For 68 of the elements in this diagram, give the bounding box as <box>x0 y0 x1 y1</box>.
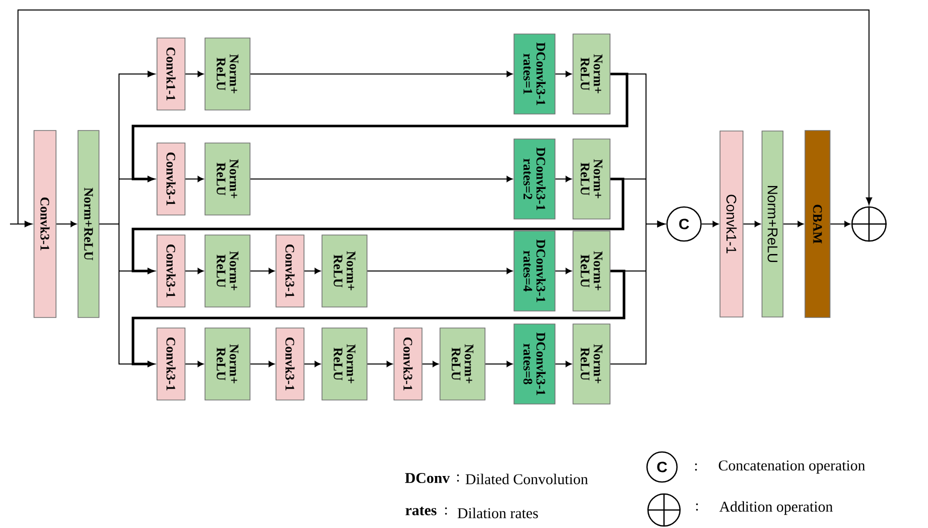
norm-relu-block: Norm+ReLU <box>78 130 100 318</box>
arrow <box>10 220 32 228</box>
arrow <box>554 268 572 274</box>
norm-relu-block: Norm+ ReLU <box>572 34 610 114</box>
arrow <box>782 221 804 227</box>
norm-relu-block: Norm+ ReLU <box>204 38 250 110</box>
definition-text: Dilated Convolution <box>466 474 588 484</box>
arrow <box>304 361 321 367</box>
arrow <box>132 270 626 366</box>
colon: : <box>457 474 459 482</box>
arrow <box>184 176 204 182</box>
arrow <box>132 178 624 274</box>
norm-relu-block: Norm+ ReLU <box>204 234 250 308</box>
conv-block: Convk3-1 <box>156 328 186 400</box>
arrow <box>184 361 204 367</box>
arrow <box>304 268 321 274</box>
norm-relu-block: Norm+ ReLU <box>572 324 610 404</box>
arrow <box>554 176 572 182</box>
definition-text: Addition operation <box>719 501 833 515</box>
colon: : <box>696 503 698 511</box>
conv-block: Convk1-1 <box>156 38 186 110</box>
norm-relu-block: Norm+ ReLU <box>322 328 368 400</box>
arrow <box>56 221 77 227</box>
arrow <box>554 71 572 77</box>
dilated-conv-block: DConvk3-1 rates=8 <box>514 324 556 404</box>
norm-relu-block: Norm+ReLU <box>762 130 784 318</box>
arrow <box>742 221 761 227</box>
colon: : <box>445 507 447 515</box>
norm-relu-block: Norm+ ReLU <box>204 142 250 216</box>
norm-relu-block: Norm+ ReLU <box>440 328 486 400</box>
arrow <box>184 268 204 274</box>
definition-text: Dilation rates <box>458 508 538 518</box>
conv-block: Convk3-1 <box>276 234 304 308</box>
arrow <box>184 71 204 77</box>
arrow <box>422 361 439 367</box>
arrow <box>250 361 275 367</box>
arrow <box>701 221 719 227</box>
abbreviation: DConv <box>405 472 450 484</box>
arrow <box>610 220 665 364</box>
conv-block: Convk3-1 <box>394 328 422 400</box>
conv-block: Convk3-1 <box>276 328 304 400</box>
addition-circle <box>850 206 888 242</box>
arrow <box>830 221 850 227</box>
arrow <box>366 361 393 367</box>
colon: : <box>695 463 697 471</box>
arrow <box>250 71 513 77</box>
attention-block: CBAM <box>804 130 830 318</box>
arrow <box>250 268 275 274</box>
definition-text: Concatenation operation <box>718 460 866 474</box>
arrow <box>484 361 513 367</box>
arrow <box>554 361 572 367</box>
arrow <box>366 268 513 274</box>
conv-block: Convk3-1 <box>156 142 186 216</box>
arrow <box>132 72 628 182</box>
arrow <box>250 176 513 182</box>
arrow <box>18 10 872 224</box>
norm-relu-block: Norm+ ReLU <box>572 138 610 220</box>
conv-block: Convk1-1 <box>720 130 744 318</box>
dilated-conv-block: DConvk3-1 rates=2 <box>514 138 556 220</box>
dilated-conv-block: DConvk3-1 rates=1 <box>514 34 556 114</box>
conv-block: Convk3-1 <box>34 130 56 318</box>
norm-relu-block: Norm+ ReLU <box>204 328 250 400</box>
norm-relu-block: Norm+ ReLU <box>572 230 610 312</box>
norm-relu-block: Norm+ ReLU <box>322 234 368 308</box>
dilated-conv-block: DConvk3-1 rates=4 <box>514 230 556 312</box>
arrow <box>98 224 156 368</box>
conv-block: Convk3-1 <box>156 234 186 308</box>
abbreviation: rates <box>406 506 436 516</box>
